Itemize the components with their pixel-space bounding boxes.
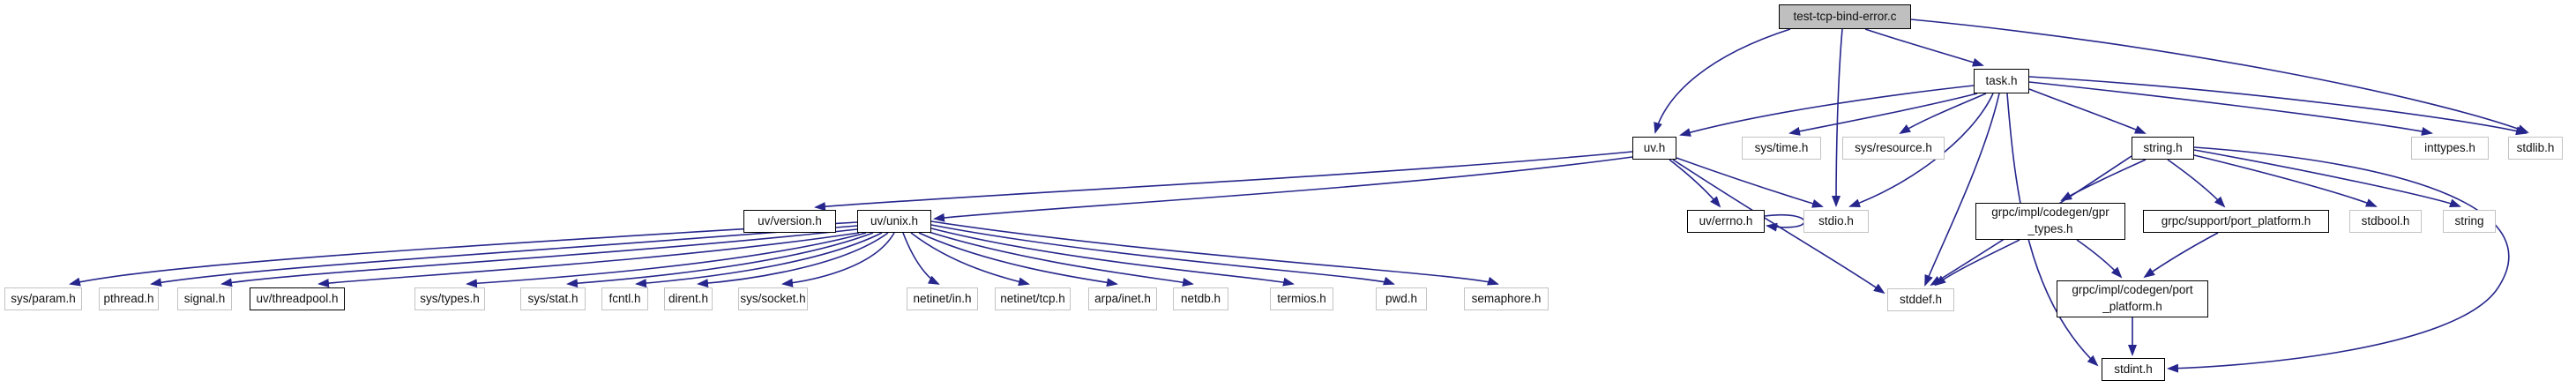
node-task[interactable]: task.h: [1974, 69, 2029, 93]
node-inttypes: inttypes.h: [2411, 137, 2489, 160]
edge-stringh-to-stringcpp: [2193, 149, 2461, 208]
node-stdio: stdio.h: [1803, 210, 1869, 233]
node-arpainet: arpa/inet.h: [1088, 287, 1157, 310]
node-signal: signal.h: [177, 287, 232, 310]
edge-uvunix-to-semaphore: [930, 220, 1499, 286]
node-uvversion[interactable]: uv/version.h: [743, 210, 836, 233]
node-pwd: pwd.h: [1376, 287, 1427, 310]
node-gcodegen[interactable]: grpc/impl/codegen/port _platform.h: [2057, 280, 2208, 317]
node-sysresource: sys/resource.h: [1842, 137, 1945, 160]
node-semaphore: semaphore.h: [1464, 287, 1549, 310]
edge-stringh-to-gsupport: [2167, 159, 2226, 208]
node-threadpool[interactable]: uv/threadpool.h: [250, 287, 345, 310]
edge-uv-to-stddef: [1672, 159, 1885, 295]
node-uv[interactable]: uv.h: [1632, 137, 1676, 160]
edge-stringh-to-stdbool: [2193, 154, 2378, 207]
edge-stringh-to-stdint: [2167, 146, 2510, 373]
edge-task-to-sysresource: [1899, 93, 1987, 135]
edge-uvunix-to-threadpool: [317, 232, 860, 287]
edge-test-to-task: [1864, 28, 1984, 67]
node-netinetin: netinet/in.h: [907, 287, 978, 310]
edge-uvunix-to-pwd: [930, 224, 1395, 286]
edge-uvunix-to-pthread: [150, 225, 858, 287]
node-syssocket: sys/socket.h: [738, 287, 808, 310]
node-systypes: sys/types.h: [414, 287, 485, 310]
edge-task-to-stddef: [1924, 93, 2000, 287]
edge-uvunix-to-signal: [220, 228, 858, 287]
edge-uv-to-uverrno: [1669, 159, 1721, 208]
node-test: test-tcp-bind-error.c: [1779, 4, 1911, 29]
edge-test-to-stdio: [1832, 28, 1843, 207]
node-pthread: pthread.h: [99, 287, 159, 310]
edge-uvunix-to-netinettcp: [910, 232, 1030, 287]
node-stringh[interactable]: string.h: [2132, 137, 2194, 160]
edge-test-to-stdlib: [1910, 19, 2529, 133]
edge-uvunix-to-arpainet: [918, 232, 1118, 287]
node-fcntl: fcntl.h: [601, 287, 648, 310]
edge-test-to-uv: [1654, 28, 1791, 134]
node-systime: sys/time.h: [1742, 137, 1821, 160]
edge-uvunix-to-sysparam: [69, 221, 858, 287]
node-netinettcp: netinet/tcp.h: [995, 287, 1071, 310]
edge-uvunix-to-termios: [930, 228, 1295, 287]
node-netdb: netdb.h: [1173, 287, 1228, 310]
edge-uvunix-to-fcntl: [635, 232, 883, 288]
node-dirent: dirent.h: [664, 287, 713, 310]
node-gsupport[interactable]: grpc/support/port_platform.h: [2143, 210, 2329, 233]
node-uverrno[interactable]: uv/errno.h: [1687, 210, 1765, 233]
edge-task-to-inttypes: [2028, 81, 2433, 136]
node-stdlib: stdlib.h: [2508, 137, 2563, 160]
edge-task-to-stdio: [1848, 93, 1994, 208]
node-uvunix[interactable]: uv/unix.h: [857, 210, 931, 233]
edge-uv-to-uvunix: [933, 156, 1633, 222]
edge-uv-to-stdio: [1676, 157, 1824, 208]
edge-task-to-stdint: [2006, 93, 2099, 367]
node-stdint[interactable]: stdint.h: [2102, 358, 2165, 381]
node-termios: termios.h: [1270, 287, 1333, 310]
edge-uvunix-to-systypes: [466, 232, 867, 288]
node-stringcpp: string: [2443, 210, 2496, 233]
node-sysstat: sys/stat.h: [520, 287, 586, 310]
edge-task-to-systime: [1788, 93, 1978, 136]
node-stddef: stddef.h: [1887, 288, 1954, 311]
node-gprtypes[interactable]: grpc/impl/codegen/gpr _types.h: [1975, 203, 2125, 240]
edge-gsupport-to-gcodegen: [2143, 232, 2219, 279]
edge-uvunix-to-syssocket: [781, 232, 895, 287]
edge-uv-to-uvversion: [814, 151, 1633, 212]
edge-gprtypes-to-gcodegen: [2076, 239, 2123, 279]
edge-task-to-stringh: [2028, 88, 2147, 134]
edge-task-to-stdlib: [2028, 76, 2527, 136]
edge-uvunix-to-netinetin: [902, 232, 940, 285]
edge-task-to-uv: [1679, 85, 1975, 137]
node-sysparam: sys/param.h: [4, 287, 82, 310]
edge-uvunix-to-dirent: [697, 232, 889, 288]
edge-stringh-to-gprtypes: [2060, 159, 2147, 201]
edge-uvunix-to-netdb: [925, 230, 1194, 287]
edge-uvunix-to-sysstat: [566, 232, 874, 288]
edge-gprtypes-to-stddef: [1934, 239, 2020, 287]
node-stdbool: stdbool.h: [2349, 210, 2422, 233]
